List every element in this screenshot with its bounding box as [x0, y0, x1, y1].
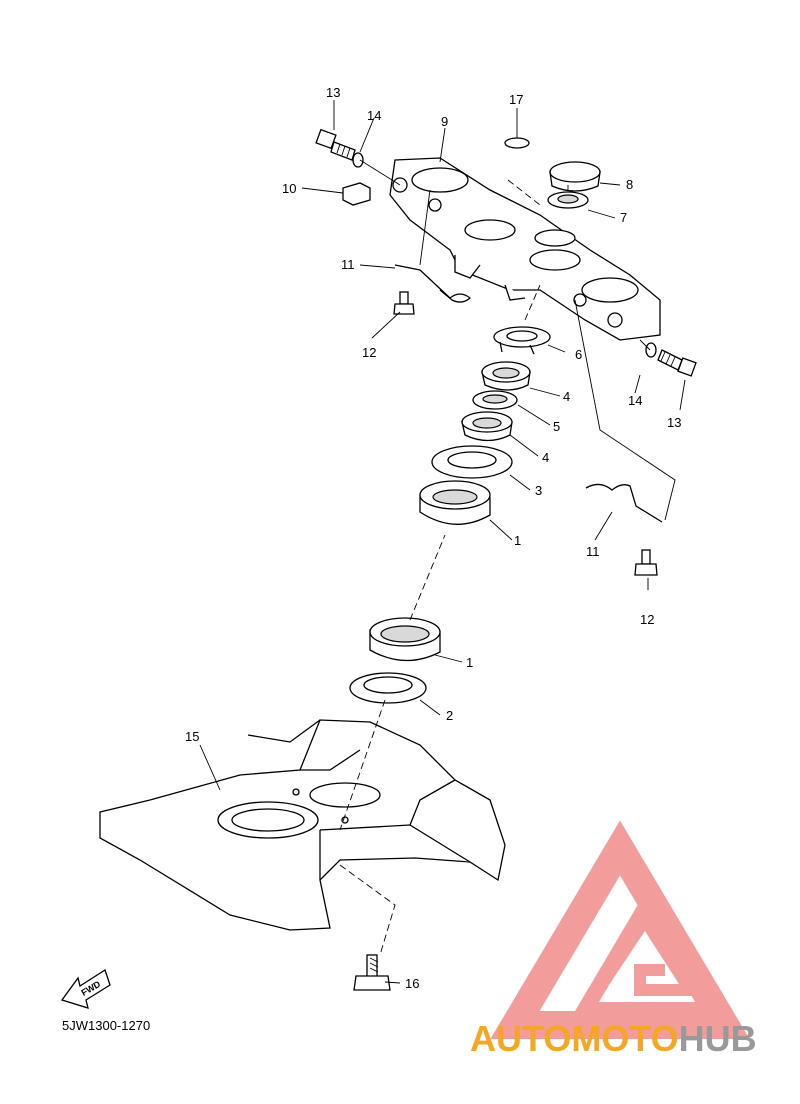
bearing-1-upper [419, 480, 491, 525]
watermark-text: AUTOMOTOHUB [470, 1018, 757, 1060]
watermark-logo [490, 820, 750, 1039]
plate-17 [504, 137, 530, 149]
callout-12-right: 12 [640, 612, 654, 627]
callout-6: 6 [575, 347, 582, 362]
nut-8 [549, 161, 601, 192]
callout-15: 15 [185, 729, 199, 744]
bolt-16 [353, 954, 391, 991]
callout-13-right: 13 [667, 415, 681, 430]
callout-leaders [199, 100, 686, 984]
bolt-13-right [657, 349, 697, 377]
washer-7 [547, 191, 589, 209]
under-bracket [99, 719, 506, 931]
bolt-13-left [315, 128, 356, 161]
callout-11-right: 11 [586, 544, 600, 559]
ring-nut-4-lower [461, 411, 513, 442]
callout-5: 5 [553, 419, 560, 434]
seal-2 [349, 672, 427, 704]
callout-labels: 13 14 9 17 8 10 7 11 12 6 4 14 5 13 4 3 … [185, 85, 681, 991]
callout-12-left: 12 [362, 345, 376, 360]
washer-5 [472, 390, 518, 410]
callout-16: 16 [405, 976, 419, 991]
bolt-12-left [393, 291, 415, 315]
callout-17: 17 [509, 92, 523, 107]
bolt-12-right [634, 549, 658, 576]
ring-nut-4-upper [481, 361, 531, 391]
callout-11-left: 11 [341, 257, 355, 272]
callout-4-lower: 4 [542, 450, 549, 465]
fwd-arrow-icon: FWD [60, 969, 111, 1009]
callout-1-lower: 1 [466, 655, 473, 670]
callout-14-left: 14 [367, 108, 381, 123]
callout-2: 2 [446, 708, 453, 723]
washer-14-left [352, 152, 364, 168]
callout-4-upper: 4 [563, 389, 570, 404]
race-3 [431, 445, 513, 479]
watermark-part2: HUB [678, 1018, 757, 1059]
washer-14-right [645, 342, 657, 358]
clip-11-right [585, 483, 663, 523]
callout-1-upper: 1 [514, 533, 521, 548]
callout-9: 9 [441, 114, 448, 129]
leader-lines [339, 159, 676, 956]
lock-washer-6 [493, 326, 551, 355]
callout-8: 8 [626, 177, 633, 192]
watermark-part1: AUTOMOTO [470, 1018, 679, 1059]
cap-10 [342, 182, 371, 206]
bearing-1-lower [369, 617, 441, 662]
callout-3: 3 [535, 483, 542, 498]
callout-14-right: 14 [628, 393, 642, 408]
callout-7: 7 [620, 210, 627, 225]
drawing-code: 5JW1300-1270 [62, 1018, 151, 1033]
clip-11-left [394, 264, 472, 303]
upper-bracket-9 [389, 157, 661, 341]
callout-10: 10 [282, 181, 296, 196]
callout-13-left: 13 [326, 85, 340, 100]
